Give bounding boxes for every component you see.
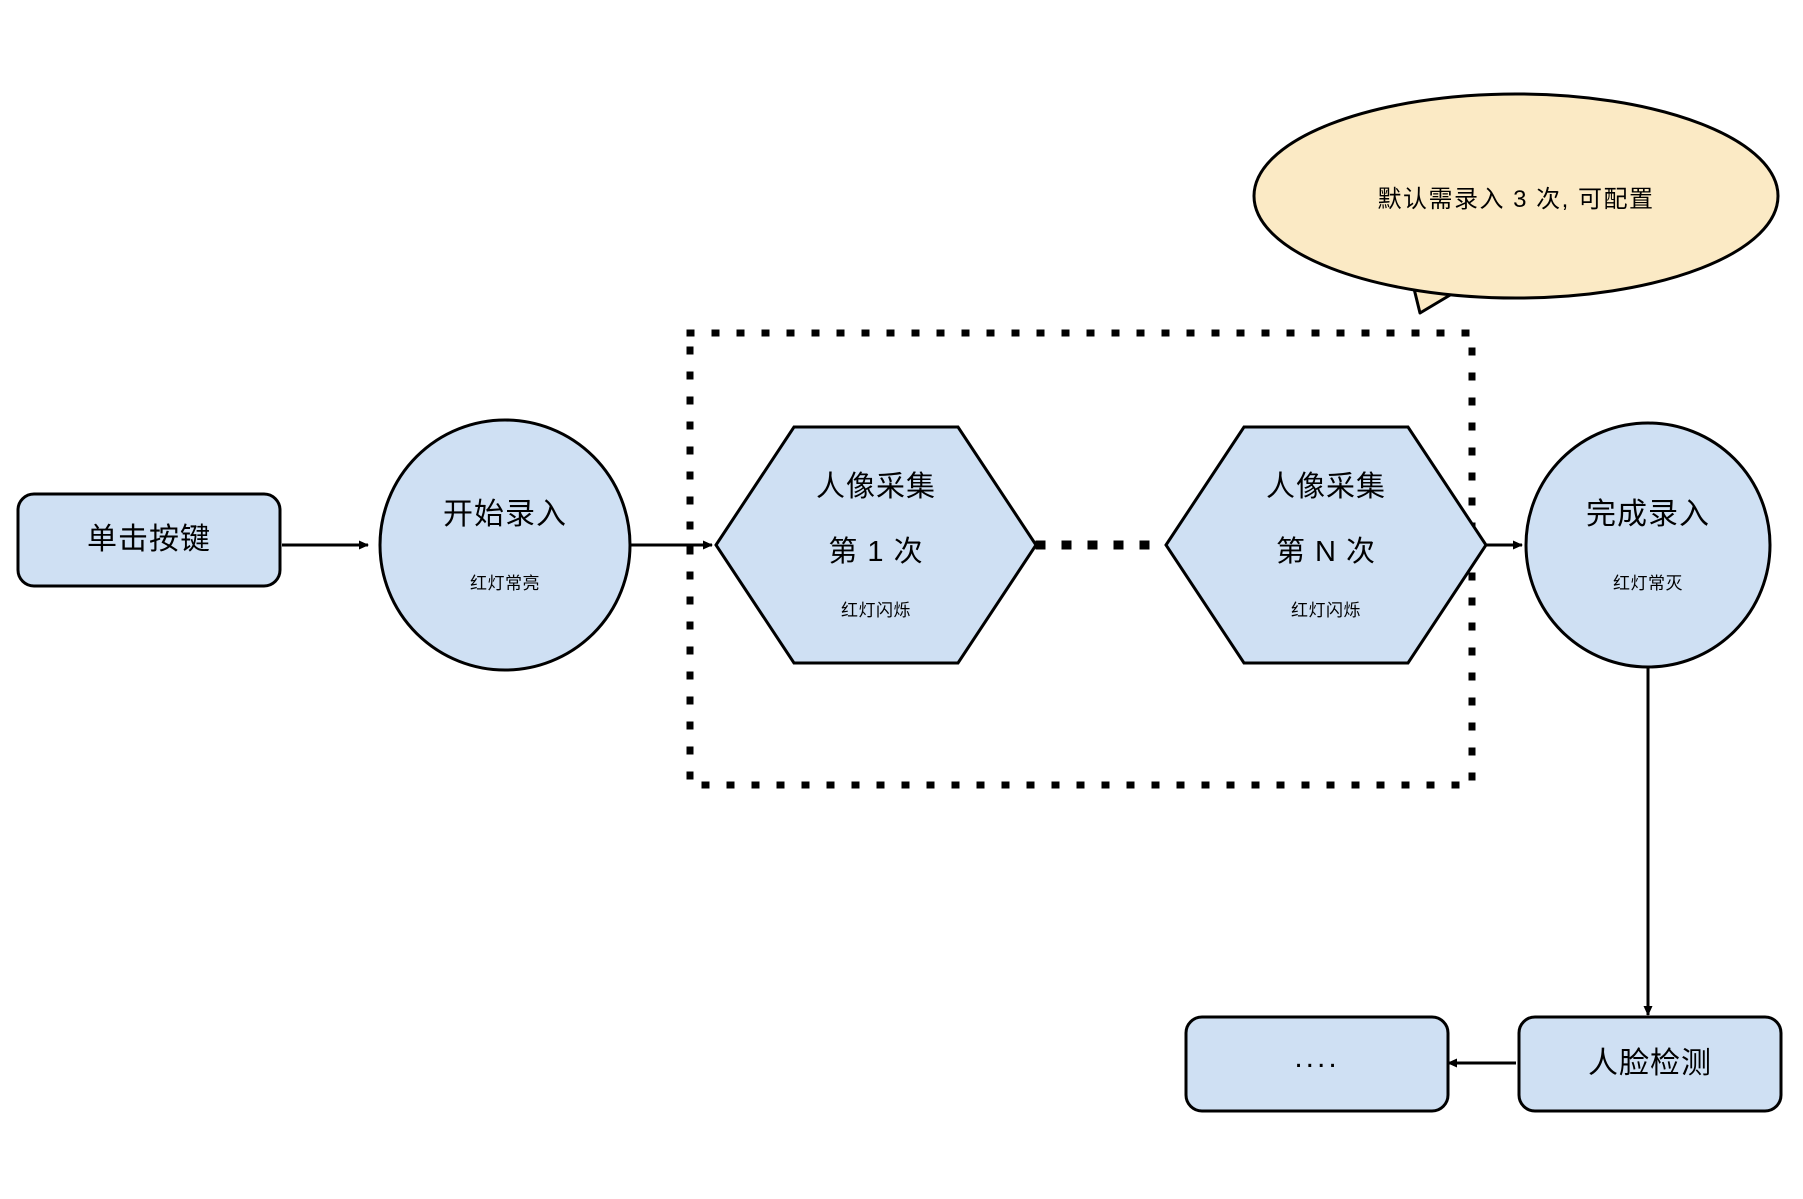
node-face-detect[interactable] [1517,1015,1783,1113]
callout-bubble[interactable] [1252,92,1780,300]
node-start-enroll[interactable] [378,418,632,672]
capture-group-box [686,329,1476,789]
node-more[interactable] [1184,1015,1450,1113]
node-capture-nth[interactable] [1164,425,1488,665]
callout-tail-seam [1408,256,1487,281]
node-click-key[interactable] [16,492,282,588]
node-finish-enroll[interactable] [1524,421,1772,669]
node-capture-first[interactable] [714,425,1038,665]
